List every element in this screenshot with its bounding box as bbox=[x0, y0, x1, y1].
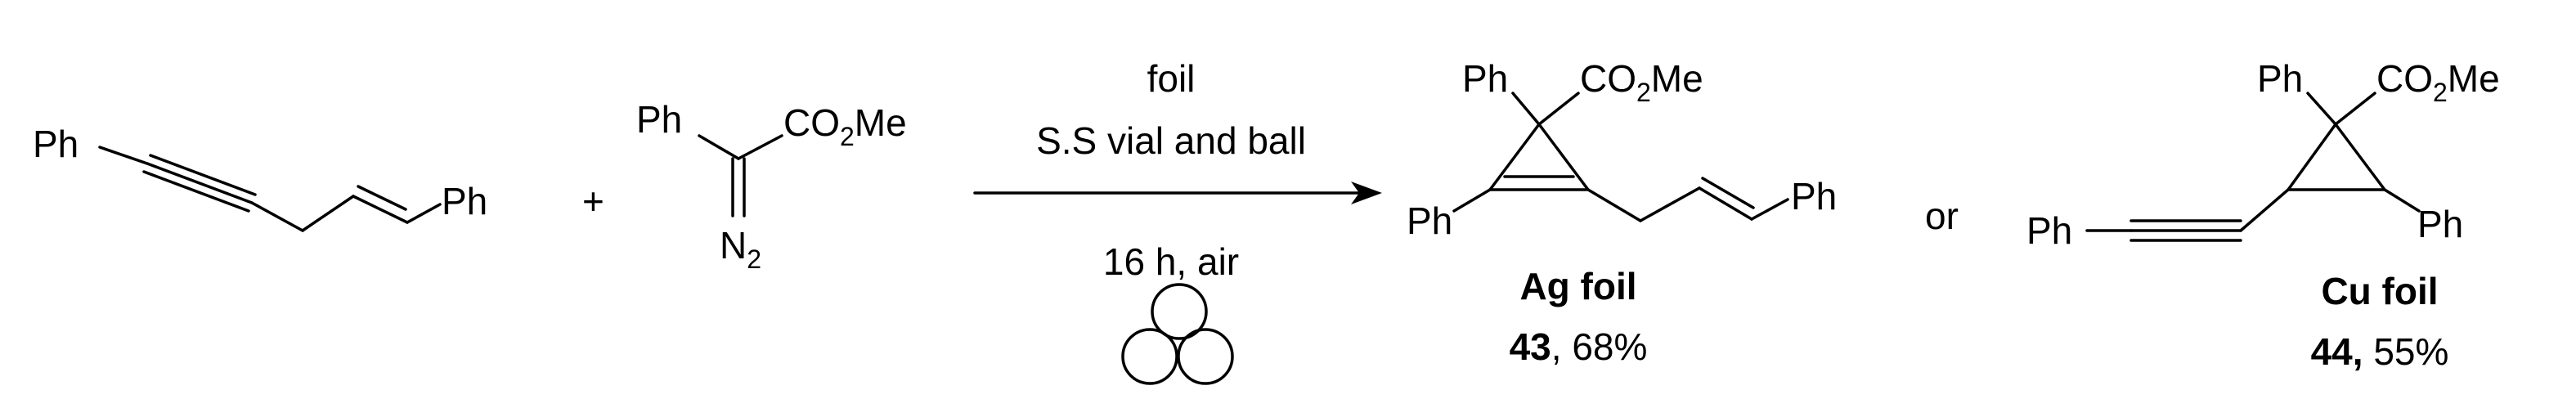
phenyl-label-top: Ph bbox=[1462, 57, 1508, 100]
bond bbox=[98, 146, 149, 165]
ester-group-label: CO2Me bbox=[783, 101, 907, 151]
bond bbox=[1537, 92, 1580, 126]
compound-43-label: 43, 68% bbox=[1510, 325, 1648, 368]
or-label: or bbox=[1925, 195, 1959, 237]
bond bbox=[1586, 188, 1642, 222]
alkene-double-bond bbox=[352, 185, 409, 224]
bond bbox=[1452, 188, 1492, 213]
product-44-cyclopropane: Ph CO2Me Ph Ph Cu foil 44, 55% bbox=[2026, 57, 2500, 373]
bond bbox=[1750, 198, 1789, 221]
bond bbox=[1639, 186, 1701, 222]
reactant-enyne: Ph Ph bbox=[33, 123, 487, 232]
plus-sign: + bbox=[582, 180, 604, 222]
bond bbox=[1511, 92, 1541, 126]
bond bbox=[2383, 188, 2421, 213]
phenyl-label: Ph bbox=[636, 98, 682, 141]
phenyl-label-top: Ph bbox=[2257, 57, 2303, 100]
phenyl-label-right: Ph bbox=[1791, 175, 1837, 217]
phenyl-label-right: Ph bbox=[2417, 203, 2463, 245]
bond bbox=[250, 201, 304, 232]
condition-foil: foil bbox=[1147, 57, 1196, 100]
cyclopropene-ring bbox=[1488, 123, 1590, 191]
phenyl-label-alkyne: Ph bbox=[2026, 209, 2072, 252]
bond bbox=[737, 134, 783, 160]
bond bbox=[2334, 92, 2376, 126]
condition-vial-ball: S.S vial and ball bbox=[1036, 119, 1306, 162]
compound-44-label: 44, 55% bbox=[2311, 330, 2449, 373]
catalyst-label-cu: Cu foil bbox=[2321, 270, 2438, 312]
bond bbox=[301, 195, 355, 232]
product-43-cyclopropene: Ph CO2Me Ph Ph Ag foil 43, 68% bbox=[1407, 57, 1837, 368]
cyclopropane-ring bbox=[2287, 123, 2386, 191]
bond bbox=[2239, 188, 2290, 232]
ball-mill-icon bbox=[1121, 283, 1234, 385]
ester-group-label: CO2Me bbox=[1580, 57, 1703, 107]
bond bbox=[406, 203, 442, 224]
condition-time-air: 16 h, air bbox=[1103, 240, 1239, 283]
bond bbox=[698, 134, 740, 160]
phenyl-label-left: Ph bbox=[33, 123, 79, 165]
alkyne-triple-bond bbox=[142, 154, 257, 213]
ester-group-label: CO2Me bbox=[2376, 57, 2500, 107]
alkyne-triple-bond bbox=[2129, 219, 2242, 242]
alkene-double-bond bbox=[1698, 177, 1755, 221]
phenyl-label-left: Ph bbox=[1407, 200, 1452, 242]
phenyl-label-right: Ph bbox=[442, 180, 487, 222]
reaction-arrow-group: foil S.S vial and ball 16 h, air bbox=[973, 57, 1382, 385]
reactant-diazo-ester: Ph CO2Me N2 bbox=[636, 98, 907, 274]
bond bbox=[2306, 92, 2337, 126]
diazo-double-bond bbox=[731, 157, 746, 217]
diazo-label: N2 bbox=[720, 224, 761, 274]
arrow-head bbox=[1351, 182, 1382, 204]
catalyst-label-ag: Ag foil bbox=[1519, 265, 1636, 307]
